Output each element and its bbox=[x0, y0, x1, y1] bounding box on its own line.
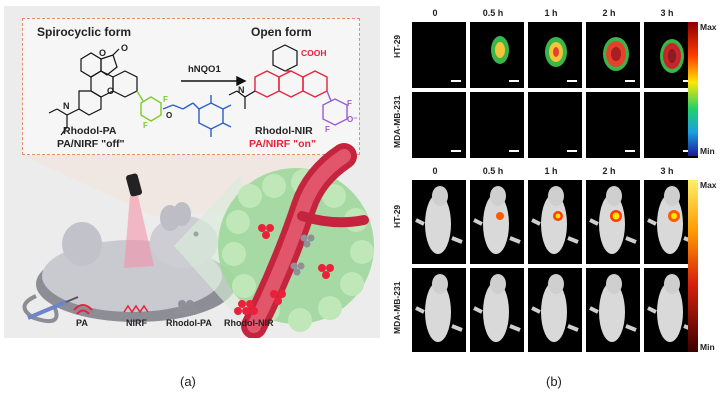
micro-mda-0h bbox=[412, 92, 466, 158]
atom-o-minus: O⁻ bbox=[347, 115, 358, 124]
atom-f4: F bbox=[325, 125, 330, 134]
time-label-2: 1 h bbox=[544, 8, 558, 18]
reaction-arrow bbox=[181, 75, 247, 87]
atom-o4: O bbox=[166, 111, 173, 120]
spiro-green-linker bbox=[136, 90, 162, 122]
chemical-structures bbox=[48, 44, 348, 137]
atom-o2: O bbox=[121, 43, 129, 53]
row-label-ht29-bottom: HT-29 bbox=[392, 204, 402, 228]
enzyme-label: hNQO1 bbox=[188, 64, 221, 75]
time-label-0-b: 0 bbox=[432, 166, 438, 176]
row-label-mda-top: MDA-MB-231 bbox=[392, 95, 402, 148]
micro-ht29-2h bbox=[586, 22, 640, 88]
atom-f3: F bbox=[347, 99, 352, 108]
time-label-4-b: 3 h bbox=[660, 166, 674, 176]
legend-pa-label: PA bbox=[76, 318, 88, 328]
colorbar-top-max: Max bbox=[700, 22, 717, 32]
rhodol-nir-state: PA/NIRF "on" bbox=[249, 138, 316, 150]
atom-o3: O bbox=[107, 86, 115, 96]
atom-n2: N bbox=[238, 85, 245, 95]
micro-mda-2h bbox=[586, 92, 640, 158]
micro-ht29-05h bbox=[470, 22, 524, 88]
colorbar-top bbox=[688, 22, 698, 156]
row-label-mda-bottom: MDA-MB-231 bbox=[392, 281, 402, 334]
micro-ht29-1h bbox=[528, 22, 582, 88]
atom-n1: N bbox=[63, 101, 70, 111]
panel-b: 0 0.5 h 1 h 2 h 3 h HT-29 MDA-MB-231 bbox=[388, 6, 722, 352]
open-molecule-phenolate bbox=[322, 90, 348, 126]
open-molecule-skeleton bbox=[272, 44, 298, 72]
cooh-label: COOH bbox=[301, 48, 327, 58]
open-molecule-amine bbox=[228, 90, 256, 109]
colorbar-bottom-max: Max bbox=[700, 180, 717, 190]
spirocyclic-title: Spirocyclic form bbox=[37, 25, 132, 39]
rhodol-pa-name: Rhodol-PA bbox=[63, 125, 117, 137]
time-label-0: 0 bbox=[432, 8, 438, 18]
atom-f2: F bbox=[143, 121, 148, 130]
mouse-illustration bbox=[22, 143, 374, 338]
legend-nirf-icon bbox=[123, 304, 149, 314]
colorbar-top-min: Min bbox=[700, 146, 715, 156]
mouse-ht29-0h bbox=[412, 180, 466, 264]
rhodol-nir-name: Rhodol-NIR bbox=[255, 125, 313, 137]
open-form-title: Open form bbox=[251, 25, 312, 39]
caption-a: (a) bbox=[180, 374, 196, 389]
chemical-reaction-box: Spirocyclic form Open form bbox=[22, 18, 360, 155]
legend-pa-icon bbox=[73, 304, 93, 315]
panel-a: Spirocyclic form Open form bbox=[4, 6, 380, 338]
colorbar-bottom-min: Min bbox=[700, 342, 715, 352]
mouse-mda-05h bbox=[470, 268, 524, 352]
mouse-mda-2h bbox=[586, 268, 640, 352]
legend-rhodol-pa-label: Rhodol-PA bbox=[166, 318, 212, 328]
time-label-4: 3 h bbox=[660, 8, 674, 18]
mouse-mda-1h bbox=[528, 268, 582, 352]
mouse-ht29-05h bbox=[470, 180, 524, 264]
atom-f1: F bbox=[163, 95, 168, 104]
mouse-mda-0h bbox=[412, 268, 466, 352]
time-label-1-b: 0.5 h bbox=[482, 166, 504, 176]
time-label-3-b: 2 h bbox=[602, 166, 616, 176]
mouse-ht29-1h bbox=[528, 180, 582, 264]
micro-mda-1h bbox=[528, 92, 582, 158]
row-label-ht29-top: HT-29 bbox=[392, 34, 402, 58]
caption-b: (b) bbox=[546, 374, 562, 389]
rhodol-pa-state: PA/NIRF "off" bbox=[57, 138, 125, 150]
spiro-blue-trigger bbox=[162, 95, 232, 137]
legend-rhodol-nir-label: Rhodol-NIR bbox=[224, 318, 274, 328]
legend-rhodol-nir-icon bbox=[234, 300, 258, 315]
atom-o1: O bbox=[99, 48, 107, 58]
colorbar-bottom bbox=[688, 180, 698, 352]
time-label-3: 2 h bbox=[602, 8, 616, 18]
micro-ht29-0h bbox=[412, 22, 466, 88]
micro-mda-05h bbox=[470, 92, 524, 158]
mouse-ht29-2h bbox=[586, 180, 640, 264]
legend-nirf-label: NIRF bbox=[126, 318, 147, 328]
time-label-2-b: 1 h bbox=[544, 166, 558, 176]
time-label-1: 0.5 h bbox=[482, 8, 504, 18]
legend-rhodol-pa-icon bbox=[174, 300, 198, 315]
